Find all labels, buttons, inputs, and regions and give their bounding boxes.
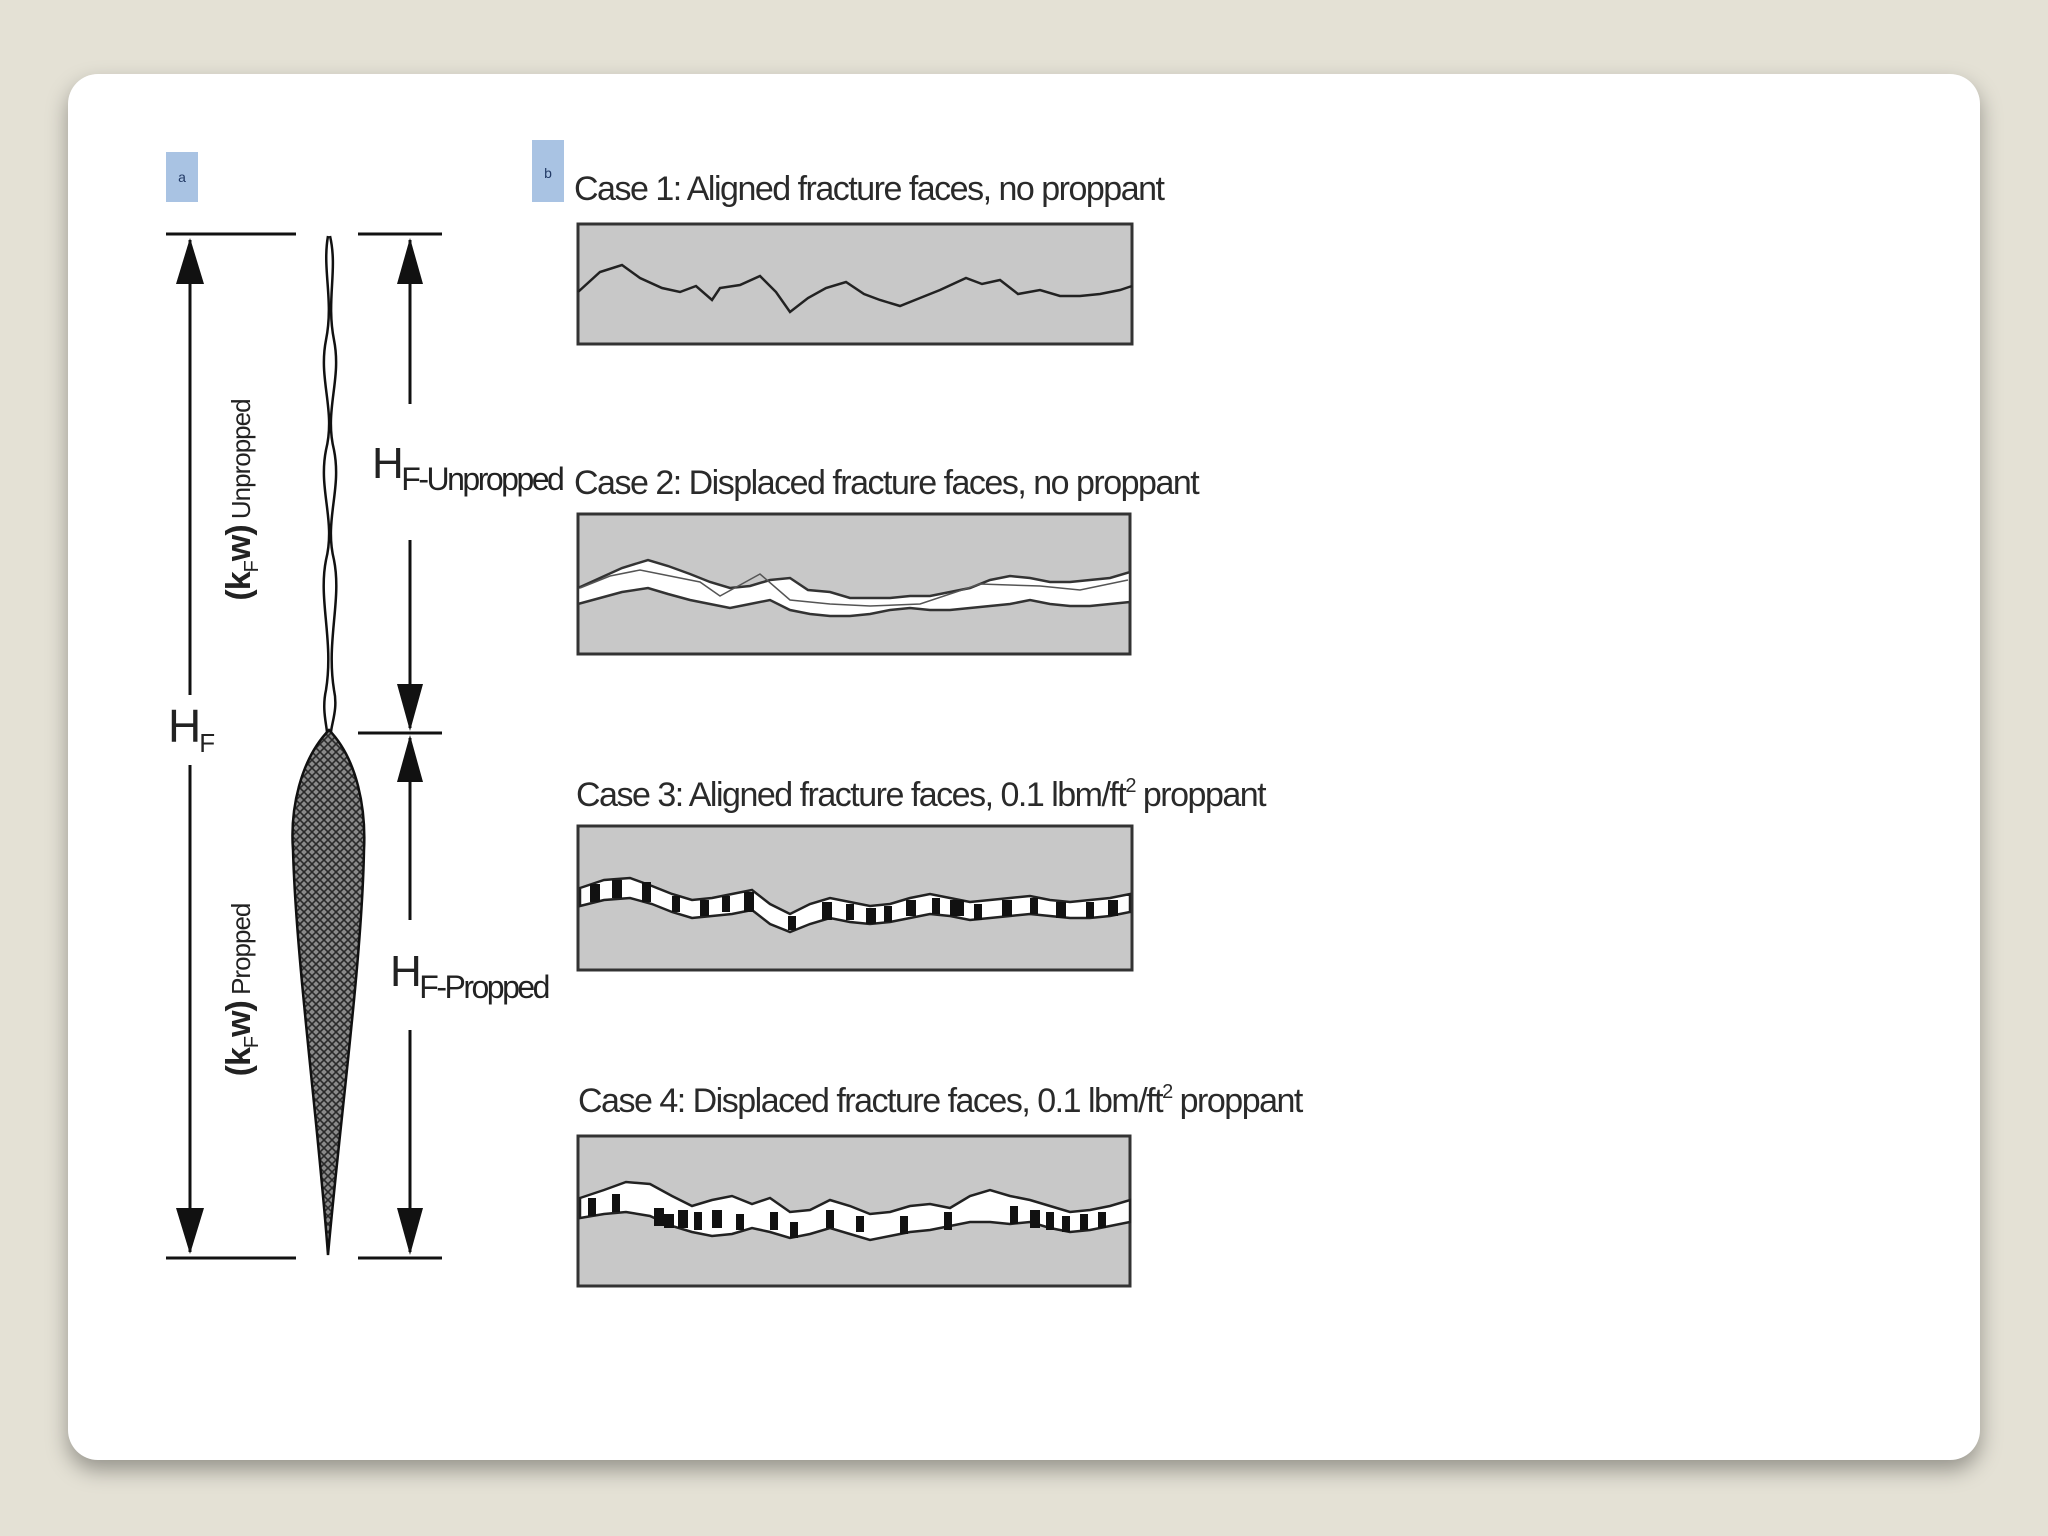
case-3-sample — [576, 824, 1134, 972]
case-4-proppant — [588, 1194, 1106, 1238]
case-2-sample — [576, 512, 1132, 656]
propped-arrow-down — [397, 1208, 423, 1255]
hf-arrow-down — [176, 1208, 204, 1254]
unpropped-fracture-left-edge — [322, 235, 331, 733]
unpropped-arrow-down — [397, 684, 423, 731]
case-3-caption: Case 3: Aligned fracture faces, 0.1 lbm/… — [576, 775, 1267, 814]
case-2-caption: Case 2: Displaced fracture faces, no pro… — [574, 464, 1200, 502]
propped-arrow-up — [397, 735, 423, 782]
hf-arrow-up — [176, 238, 204, 284]
case-3-proppant — [590, 880, 1118, 930]
unpropped-conductivity-label: (kFw) Unpropped — [220, 399, 263, 600]
case-1-caption: Case 1: Aligned fracture faces, no propp… — [574, 170, 1166, 208]
unpropped-fracture-right-edge — [328, 235, 338, 733]
panel-a: a HF (kFw) Unpropped (kFw) Propped HF-Un… — [160, 152, 566, 1260]
hf-label: HF — [168, 700, 214, 758]
case-4-caption: Case 4: Displaced fracture faces, 0.1 lb… — [578, 1081, 1304, 1120]
hf-propped-label: HF-Propped — [390, 947, 549, 1005]
propped-conductivity-label: (kFw) Propped — [220, 904, 263, 1077]
case-1-sample — [576, 222, 1134, 346]
panel-a-tag-box — [166, 152, 198, 202]
panel-b: b Case 1: Aligned fracture faces, no pro… — [532, 140, 1305, 1288]
case-4-sample — [576, 1134, 1132, 1288]
propped-fracture-lens — [291, 728, 366, 1256]
unpropped-arrow-up — [397, 238, 423, 284]
panel-b-tag-box — [532, 140, 564, 202]
hf-label-mask — [160, 695, 220, 765]
hf-unpropped-label: HF-Unpropped — [372, 439, 563, 497]
panel-a-tag: a — [178, 169, 186, 185]
panel-b-tag: b — [544, 165, 552, 181]
